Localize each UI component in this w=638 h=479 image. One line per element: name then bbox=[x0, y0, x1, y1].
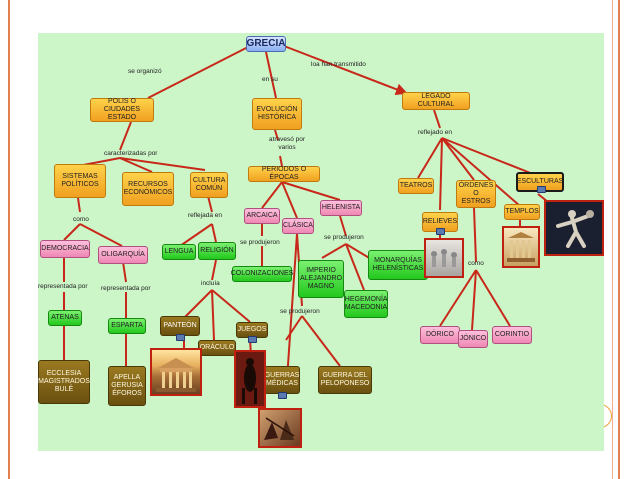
left-border-line bbox=[8, 0, 10, 479]
node-evolucion-historica[interactable]: EVOLUCIÓN HISTÓRICA bbox=[252, 98, 302, 130]
node-arcaica[interactable]: ARCAICA bbox=[244, 208, 280, 224]
node-religion[interactable]: RELIGIÓN bbox=[198, 242, 236, 260]
link-label: representada por bbox=[101, 285, 151, 292]
node-ecclesia[interactable]: ECCLESIA MAGISTRADOS BULÉ bbox=[38, 360, 90, 404]
node-esparta[interactable]: ESPARTA bbox=[108, 318, 146, 334]
node-jonico[interactable]: JÓNICO bbox=[458, 330, 488, 348]
camera-icon[interactable] bbox=[278, 392, 287, 399]
node-polis[interactable]: POLIS O CIUDADES ESTADO bbox=[90, 98, 154, 122]
link-label: en su bbox=[262, 76, 278, 83]
link-label: atravesó por varios bbox=[268, 136, 306, 151]
node-juegos[interactable]: JUEGOS bbox=[236, 322, 268, 338]
node-helenista[interactable]: HELENISTA bbox=[320, 200, 362, 216]
node-lengua[interactable]: LENGUA bbox=[162, 244, 196, 260]
link-label: incluía bbox=[201, 280, 220, 287]
node-sistemas-politicos[interactable]: SISTEMAS POLÍTICOS bbox=[54, 164, 106, 198]
link-label: se produjeron bbox=[324, 234, 364, 241]
node-imperio-alejandro[interactable]: IMPERIO ALEJANDRO MAGNO bbox=[298, 260, 344, 298]
node-templos[interactable]: TEMPLOS bbox=[504, 204, 540, 220]
node-panteon[interactable]: PANTEÓN bbox=[160, 316, 200, 336]
node-oligarquia[interactable]: OLIGARQUÍA bbox=[98, 246, 148, 264]
node-recursos-economicos[interactable]: RECURSOS ECONÓMICOS bbox=[122, 172, 174, 206]
link-label: se organizó bbox=[128, 68, 162, 75]
node-teatros[interactable]: TEATROS bbox=[398, 178, 434, 194]
link-label: se produjeron bbox=[280, 308, 320, 315]
camera-icon[interactable] bbox=[537, 186, 546, 193]
camera-icon[interactable] bbox=[248, 336, 257, 343]
node-atenas[interactable]: ATENAS bbox=[48, 310, 82, 326]
node-periodos[interactable]: PERIODOS O ÉPOCAS bbox=[248, 166, 320, 182]
node-apella[interactable]: APELLA GERUSIA ÉFOROS bbox=[108, 366, 146, 406]
node-corintio[interactable]: CORINTIO bbox=[492, 326, 532, 344]
camera-icon[interactable] bbox=[436, 228, 445, 235]
link-label: como bbox=[468, 260, 484, 267]
node-hegemonia[interactable]: HEGEMONÍA MACEDONIA bbox=[344, 290, 388, 318]
node-monarquias[interactable]: MONARQUÍAS HELENÍSTICAS bbox=[368, 250, 428, 280]
node-colonizaciones[interactable]: COLONIZACIONES bbox=[231, 266, 293, 282]
link-label: reflejado en bbox=[418, 129, 452, 136]
node-oraculo[interactable]: ORÁCULO bbox=[198, 340, 236, 356]
node-ordenes[interactable]: ÓRDENES O ESTROS bbox=[456, 180, 496, 208]
camera-icon[interactable] bbox=[176, 334, 185, 341]
guerras-photo bbox=[258, 408, 302, 448]
link-label: loa han transmitido bbox=[311, 61, 366, 68]
node-guerras-medicas[interactable]: GUERRAS MÉDICAS bbox=[264, 366, 300, 394]
link-label: se produjeron bbox=[240, 239, 280, 246]
link-label: caracterizadas por bbox=[104, 150, 158, 157]
node-clasica[interactable]: CLÁSICA bbox=[282, 218, 314, 234]
link-label: representada por bbox=[38, 283, 88, 290]
link-label: reflejada en bbox=[188, 212, 222, 219]
node-grecia[interactable]: GRECIA bbox=[246, 36, 286, 52]
link-label: como bbox=[73, 216, 89, 223]
node-cultura-comun[interactable]: CULTURA COMÚN bbox=[190, 172, 228, 198]
node-dorico[interactable]: DÓRICO bbox=[420, 326, 460, 344]
relieves-photo bbox=[424, 238, 464, 278]
juegos-photo bbox=[234, 350, 266, 408]
esculturas-photo bbox=[544, 200, 604, 256]
node-democracia[interactable]: DEMOCRACIA bbox=[40, 240, 90, 258]
right-border-line bbox=[618, 0, 620, 479]
right-border-line-thin bbox=[612, 0, 613, 479]
panteon-photo bbox=[150, 348, 202, 396]
templos-photo bbox=[502, 226, 540, 268]
node-guerra-peloponeso[interactable]: GUERRA DEL PELOPONESO bbox=[318, 366, 372, 394]
node-legado-cultural[interactable]: LEGADO CULTURAL bbox=[402, 92, 470, 110]
